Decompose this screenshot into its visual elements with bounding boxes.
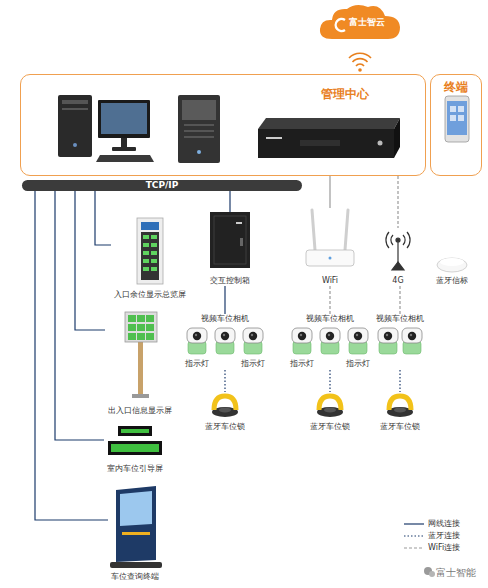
beacon-icon xyxy=(437,258,467,272)
node-text: 富士智云 xyxy=(349,17,385,28)
4g-node: 4G xyxy=(383,228,413,286)
camera-icon xyxy=(292,328,312,354)
control-box-node: 交互控制箱 xyxy=(207,212,253,286)
node-text: 管理中心 xyxy=(321,87,369,102)
parking-lock-node: 蓝牙车位锁 xyxy=(307,392,353,432)
watermark-icon xyxy=(424,567,435,577)
entrance-screen-icon xyxy=(137,218,163,284)
nvr-icon xyxy=(258,118,400,158)
legend-text: WiFi连接 xyxy=(428,543,460,553)
camera-icon xyxy=(215,328,235,354)
node-text: 视频车位相机 xyxy=(376,314,424,324)
terminal-box: 终端 xyxy=(430,74,482,176)
exit-screen-node: 出入口信息显示屏 xyxy=(105,312,175,416)
node-text: WiFi xyxy=(322,276,338,286)
connector xyxy=(229,191,230,212)
indicator-label: 指示灯 xyxy=(290,359,314,369)
node-text: 出入口信息显示屏 xyxy=(108,406,172,416)
management-center-box: 管理中心 xyxy=(20,74,426,176)
node-text: 入口余位显示总览屏 xyxy=(114,290,186,300)
camera-icon xyxy=(348,328,368,354)
connector xyxy=(397,176,398,228)
pc-icon xyxy=(58,95,154,162)
connector xyxy=(329,176,330,208)
indoor-screen-node: 室内车位引导屏 xyxy=(104,424,166,474)
wireless-symbol xyxy=(349,53,371,72)
watermark: 富士智能 xyxy=(436,566,476,579)
camera-group: 视频车位相机 xyxy=(372,314,428,370)
wifi-node: WiFi xyxy=(305,208,355,286)
parking-lock-icon xyxy=(317,396,343,417)
legend-samples xyxy=(404,524,424,548)
node-text: 蓝牙信标 xyxy=(436,276,468,286)
cloud-outline xyxy=(320,5,400,39)
4g-antenna-icon xyxy=(386,232,410,270)
beacon-node: 蓝牙信标 xyxy=(432,250,472,286)
query-terminal-node: 车位查询终端 xyxy=(108,484,162,582)
router-icon xyxy=(306,210,354,266)
phone-icon xyxy=(445,96,469,142)
node-text: 车位查询终端 xyxy=(111,572,159,582)
node-text: 视频车位相机 xyxy=(306,314,354,324)
connector xyxy=(95,191,111,245)
node-text: 视频车位相机 xyxy=(201,314,249,324)
parking-lock-node: 蓝牙车位锁 xyxy=(377,392,423,432)
connector xyxy=(35,191,108,520)
indicator-label: 指示灯 xyxy=(185,359,209,369)
connector xyxy=(329,370,330,392)
connector xyxy=(399,370,400,392)
legend-text: 网线连接 xyxy=(428,519,460,529)
parking-lock-icon xyxy=(212,396,238,417)
camera-icon xyxy=(320,328,340,354)
camera-icon xyxy=(378,328,398,354)
indoor-screen-icon xyxy=(108,426,162,455)
node-text: 蓝牙车位锁 xyxy=(380,422,420,432)
cloud-node: 富士智云 xyxy=(318,2,402,42)
network-bar: TCP/IP xyxy=(22,180,302,191)
node-text: 交互控制箱 xyxy=(210,276,250,286)
node-text: 蓝牙车位锁 xyxy=(310,422,350,432)
node-text: 4G xyxy=(392,276,403,286)
legend-text: 蓝牙连接 xyxy=(428,531,460,541)
camera-icon xyxy=(187,328,207,354)
parking-lock-icon xyxy=(387,396,413,417)
node-text: 终端 xyxy=(444,80,468,95)
entrance-screen-node: 入口余位显示总览屏 xyxy=(111,216,189,300)
exit-screen-icon xyxy=(125,312,157,398)
node-text: 蓝牙车位锁 xyxy=(205,422,245,432)
connector xyxy=(329,286,330,314)
node-text: 室内车位引导屏 xyxy=(107,464,163,474)
connector xyxy=(55,191,104,440)
control-box-icon xyxy=(210,212,250,268)
connector xyxy=(399,286,400,314)
connector xyxy=(224,286,225,314)
logo-mark xyxy=(336,19,345,31)
camera-icon xyxy=(243,328,263,354)
parking-lock-node: 蓝牙车位锁 xyxy=(202,392,248,432)
connector xyxy=(75,191,105,330)
kiosk-icon xyxy=(110,486,162,568)
indicator-label: 指示灯 xyxy=(241,359,265,369)
connector xyxy=(224,370,225,392)
server-icon xyxy=(178,95,220,163)
node-text: TCP/IP xyxy=(146,180,179,191)
indicator-label: 指示灯 xyxy=(346,359,370,369)
camera-icon xyxy=(402,328,422,354)
